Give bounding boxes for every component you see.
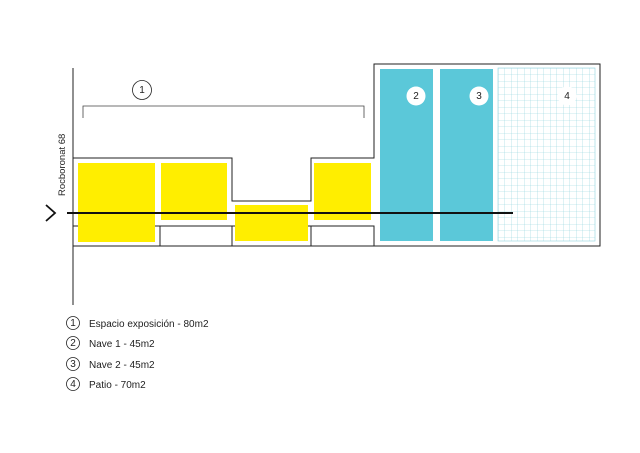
patio-grid [497, 67, 596, 242]
zone-marker-4: 4 [557, 86, 577, 106]
exhibition-block-4 [314, 163, 371, 220]
zone-marker-1: 1 [132, 80, 152, 100]
entry-arrow-icon [45, 204, 57, 222]
svg-text:1: 1 [139, 85, 145, 96]
svg-text:3: 3 [476, 91, 482, 102]
svg-text:1: 1 [70, 318, 76, 329]
legend-item: 4 Patio - 70m2 [66, 377, 146, 391]
street-label: Rocboronat 68 [57, 134, 68, 196]
legend: 1 Espacio exposición - 80m2 2 Nave 1 - 4… [66, 316, 209, 391]
zone-marker-3: 3 [469, 86, 489, 106]
legend-item: 1 Espacio exposición - 80m2 [66, 316, 209, 330]
svg-text:3: 3 [70, 359, 76, 370]
svg-text:4: 4 [564, 91, 570, 102]
exhibition-block-3 [235, 205, 308, 241]
exhibition-block-1 [78, 163, 155, 242]
svg-text:Nave 2 - 45m2: Nave 2 - 45m2 [89, 360, 155, 371]
svg-text:Patio - 70m2: Patio - 70m2 [89, 380, 146, 391]
svg-text:2: 2 [413, 91, 419, 102]
exhibition-bracket [82, 105, 365, 118]
svg-text:2: 2 [70, 338, 76, 349]
svg-text:Espacio exposición - 80m2: Espacio exposición - 80m2 [89, 319, 209, 330]
svg-text:4: 4 [70, 379, 76, 390]
svg-text:Nave 1 - 45m2: Nave 1 - 45m2 [89, 339, 155, 350]
zone-marker-2: 2 [406, 86, 426, 106]
exhibition-block-2 [161, 163, 227, 220]
legend-item: 3 Nave 2 - 45m2 [66, 357, 155, 371]
legend-item: 2 Nave 1 - 45m2 [66, 336, 155, 350]
building-outline-lower [73, 225, 375, 247]
